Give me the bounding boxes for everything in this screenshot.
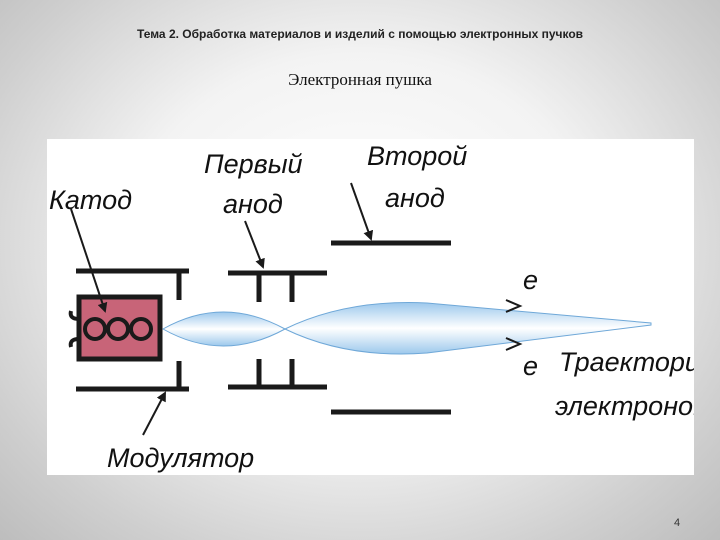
electron-arrows (505, 299, 523, 351)
label-modulator: Модулятор (107, 443, 254, 473)
modulator-electrode (76, 268, 189, 392)
label-cathode: Катод (49, 185, 132, 215)
label-first-anode-line1: Первый (204, 149, 303, 179)
first-anode-electrode (228, 270, 327, 390)
slide-header: Тема 2. Обработка материалов и изделий с… (136, 27, 584, 41)
electron-gun-svg: Катод Первый анод Второй анод e e Траект… (49, 141, 694, 473)
first-anode-pointer-arrow (244, 220, 265, 269)
page-number: 4 (674, 517, 681, 529)
label-second-anode-line2: анод (385, 183, 445, 213)
second-anode-pointer-arrow (350, 182, 374, 241)
modulator-pointer-arrow (142, 391, 166, 436)
cathode-pointer-arrow (70, 208, 108, 313)
label-trajectories-line2: электронов (555, 391, 694, 421)
cathode-housing (76, 294, 163, 362)
beam-second-lobe (283, 302, 652, 355)
label-electron-top: e (523, 265, 538, 295)
label-first-anode-line2: анод (223, 189, 283, 219)
electron-gun-diagram: Катод Первый анод Второй анод e e Траект… (47, 139, 694, 475)
beam-first-lobe (161, 311, 287, 347)
label-trajectories-line1: Траектории (559, 347, 694, 377)
slide-title: Электронная пушка (288, 70, 432, 89)
cathode-leads (68, 310, 80, 348)
label-electron-bottom: e (523, 351, 538, 381)
second-anode-electrode (331, 240, 451, 415)
cathode-coil (83, 317, 153, 341)
label-second-anode-line1: Второй (367, 141, 467, 171)
